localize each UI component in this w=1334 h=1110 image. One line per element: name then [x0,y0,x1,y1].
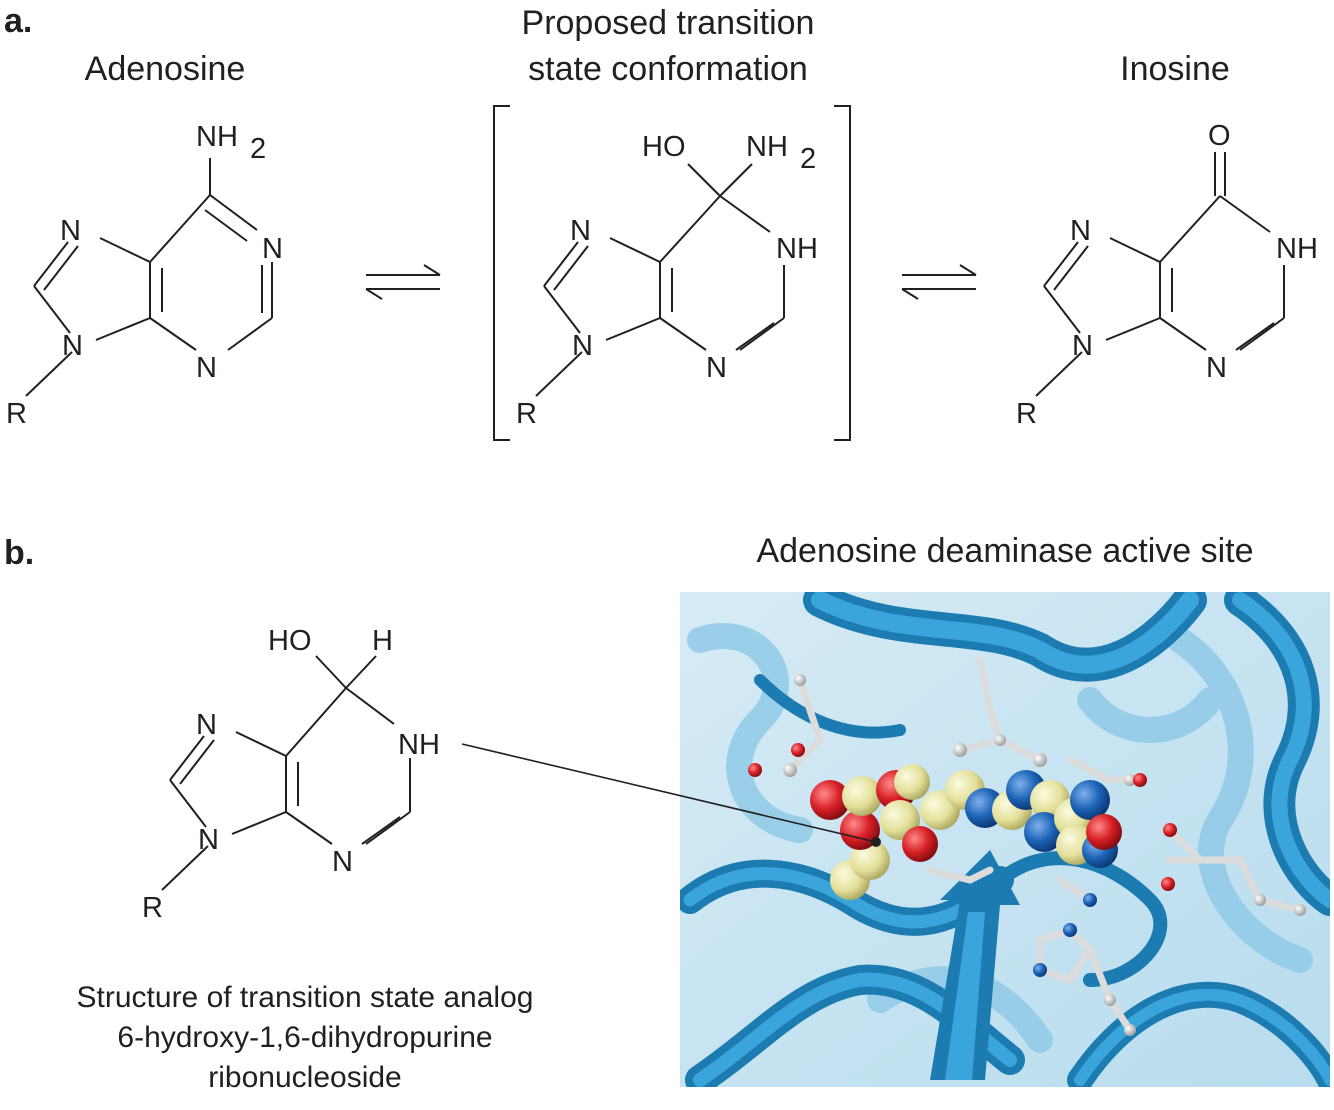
adenosine-n1: N [262,233,283,265]
transition-state-bracket [493,105,851,441]
inosine-n7: N [1070,215,1091,247]
analog-structure [161,655,411,891]
panel-b-label: b. [4,534,35,572]
transition-title-line2: state conformation [528,50,808,88]
adenosine-n9: N [62,330,83,362]
inosine-nh: NH [1276,233,1318,265]
adenosine-n3: N [196,352,217,384]
transition-state-structure [535,163,785,397]
transition-title-line1: Proposed transition [521,4,815,42]
inosine-r: R [1016,398,1037,430]
adenosine-nh2-subscript: 2 [250,133,266,165]
nh-leader-line [461,743,877,843]
ts-n7: N [570,215,591,247]
adenosine-structure [25,158,273,397]
ligand-spacefill [810,764,1122,900]
inosine-o: O [1208,120,1231,152]
caption-line2: 6-hydroxy-1,6-dihydropurine [117,1021,493,1054]
analog-n7: N [196,709,217,741]
ts-r: R [516,398,537,430]
inosine-title: Inosine [1120,50,1230,88]
inosine-n9: N [1072,330,1093,362]
active-site-title: Adenosine deaminase active site [756,532,1254,570]
ts-nh: NH [776,233,818,265]
analog-n3: N [332,846,353,878]
ts-ho: HO [642,131,686,163]
adenosine-r: R [6,398,27,430]
side-chain-atoms [748,674,1306,1036]
ts-n3: N [706,352,727,384]
analog-n9: N [198,824,219,856]
caption-line1: Structure of transition state analog [76,981,534,1014]
ts-nh2-subscript: 2 [800,143,816,175]
analog-r: R [142,892,163,924]
active-site-render [680,592,1330,1087]
background-ribbons [687,623,1313,1053]
inosine-n3: N [1206,352,1227,384]
ts-nh2: NH [746,131,788,163]
equilibrium-arrow-1 [365,264,441,300]
analog-nh: NH [398,729,440,761]
analog-h: H [372,625,393,657]
adenosine-nh2: NH [196,121,238,153]
ts-n9: N [572,330,593,362]
panel-a-label: a. [4,2,33,40]
adenosine-n7: N [60,215,81,247]
adenosine-title: Adenosine [84,50,246,88]
equilibrium-arrow-2 [901,264,977,300]
caption-line3: ribonucleoside [208,1061,402,1094]
inosine-structure [1035,152,1285,397]
analog-ho: HO [268,625,312,657]
